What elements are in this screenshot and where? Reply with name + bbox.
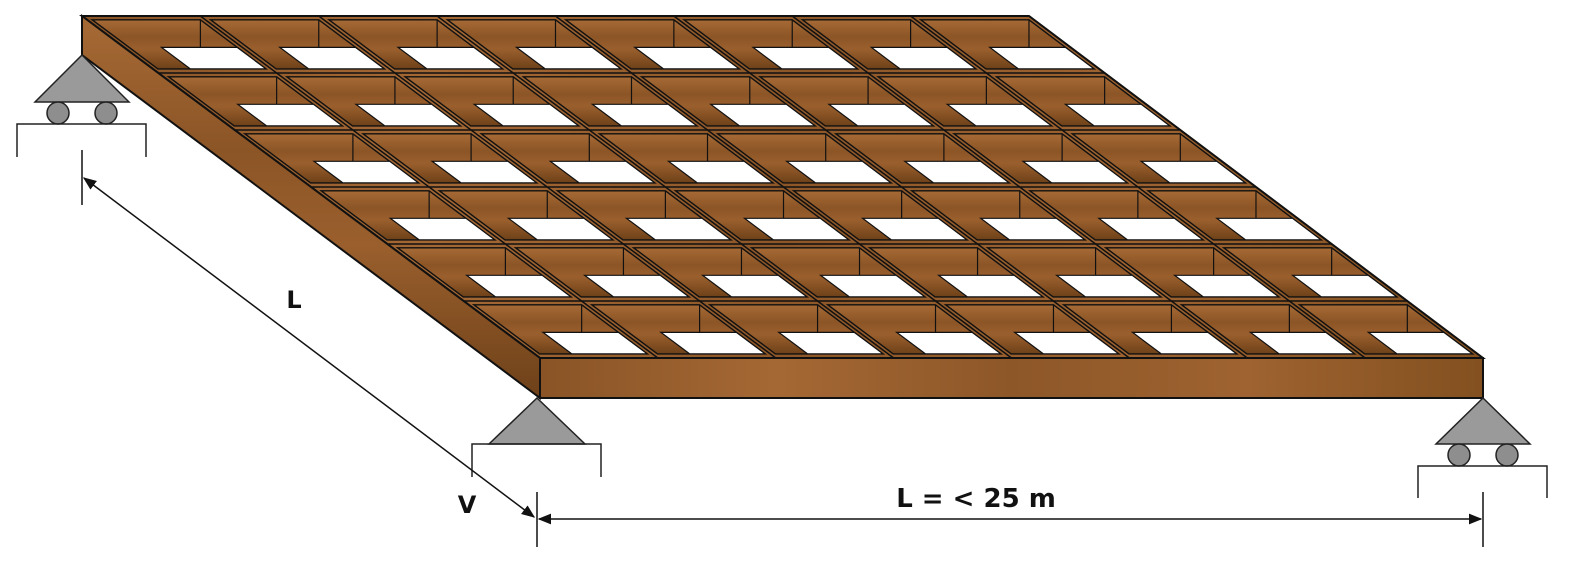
cell-opening bbox=[1012, 331, 1121, 355]
side-length-label: L bbox=[286, 286, 301, 314]
cell-opening bbox=[472, 103, 581, 127]
cell-opening bbox=[936, 274, 1045, 298]
cell-opening bbox=[624, 217, 733, 241]
front-edge-beam bbox=[539, 357, 1484, 399]
cell-opening bbox=[159, 46, 268, 70]
cell-opening bbox=[700, 274, 809, 298]
cell-opening bbox=[903, 160, 1011, 184]
cell-opening bbox=[818, 274, 927, 298]
cell-opening bbox=[1290, 274, 1399, 298]
corner-vertex-label: V bbox=[458, 491, 477, 519]
cell-opening bbox=[659, 331, 768, 355]
cell-opening bbox=[354, 103, 463, 127]
cell-opening bbox=[1021, 160, 1130, 184]
cell-opening bbox=[1248, 331, 1357, 355]
front-length-label: L = < 25 m bbox=[896, 484, 1056, 514]
cell-opening bbox=[1063, 103, 1172, 127]
cell-opening bbox=[1215, 217, 1323, 241]
dimension-side-length: L bbox=[81, 150, 536, 518]
cell-opening bbox=[784, 160, 893, 184]
cell-opening bbox=[709, 103, 817, 127]
support-front-left-pin bbox=[471, 396, 602, 477]
cell-opening bbox=[236, 103, 345, 127]
cell-opening bbox=[742, 217, 851, 241]
cell-opening bbox=[277, 46, 387, 70]
cell-opening bbox=[632, 46, 742, 70]
cell-opening bbox=[1054, 274, 1163, 298]
cell-opening bbox=[776, 331, 885, 355]
cell-opening bbox=[751, 46, 860, 70]
support-front-right-roller bbox=[1417, 396, 1548, 498]
cell-opening bbox=[988, 46, 1096, 70]
cell-opening bbox=[945, 103, 1054, 127]
cell-opening bbox=[894, 331, 1003, 355]
cell-opening bbox=[1097, 217, 1205, 241]
cell-opening bbox=[869, 46, 978, 70]
cell-opening bbox=[514, 46, 623, 70]
cell-opening bbox=[396, 46, 505, 70]
cell-opening bbox=[979, 217, 1087, 241]
dimension-front-length: L = < 25 m bbox=[536, 484, 1484, 547]
cell-opening bbox=[1172, 274, 1281, 298]
cell-opening bbox=[582, 274, 691, 298]
cell-opening bbox=[860, 217, 969, 241]
cell-opening bbox=[666, 160, 775, 184]
cell-opening bbox=[548, 160, 657, 184]
cell-opening bbox=[590, 103, 699, 127]
cell-opening bbox=[1139, 160, 1248, 184]
cell-opening bbox=[827, 103, 936, 127]
cell-opening bbox=[1130, 331, 1239, 355]
support-top-left-roller bbox=[16, 53, 147, 157]
grid-openings bbox=[90, 19, 1475, 355]
cell-opening bbox=[541, 331, 650, 355]
cell-opening bbox=[1366, 331, 1475, 355]
